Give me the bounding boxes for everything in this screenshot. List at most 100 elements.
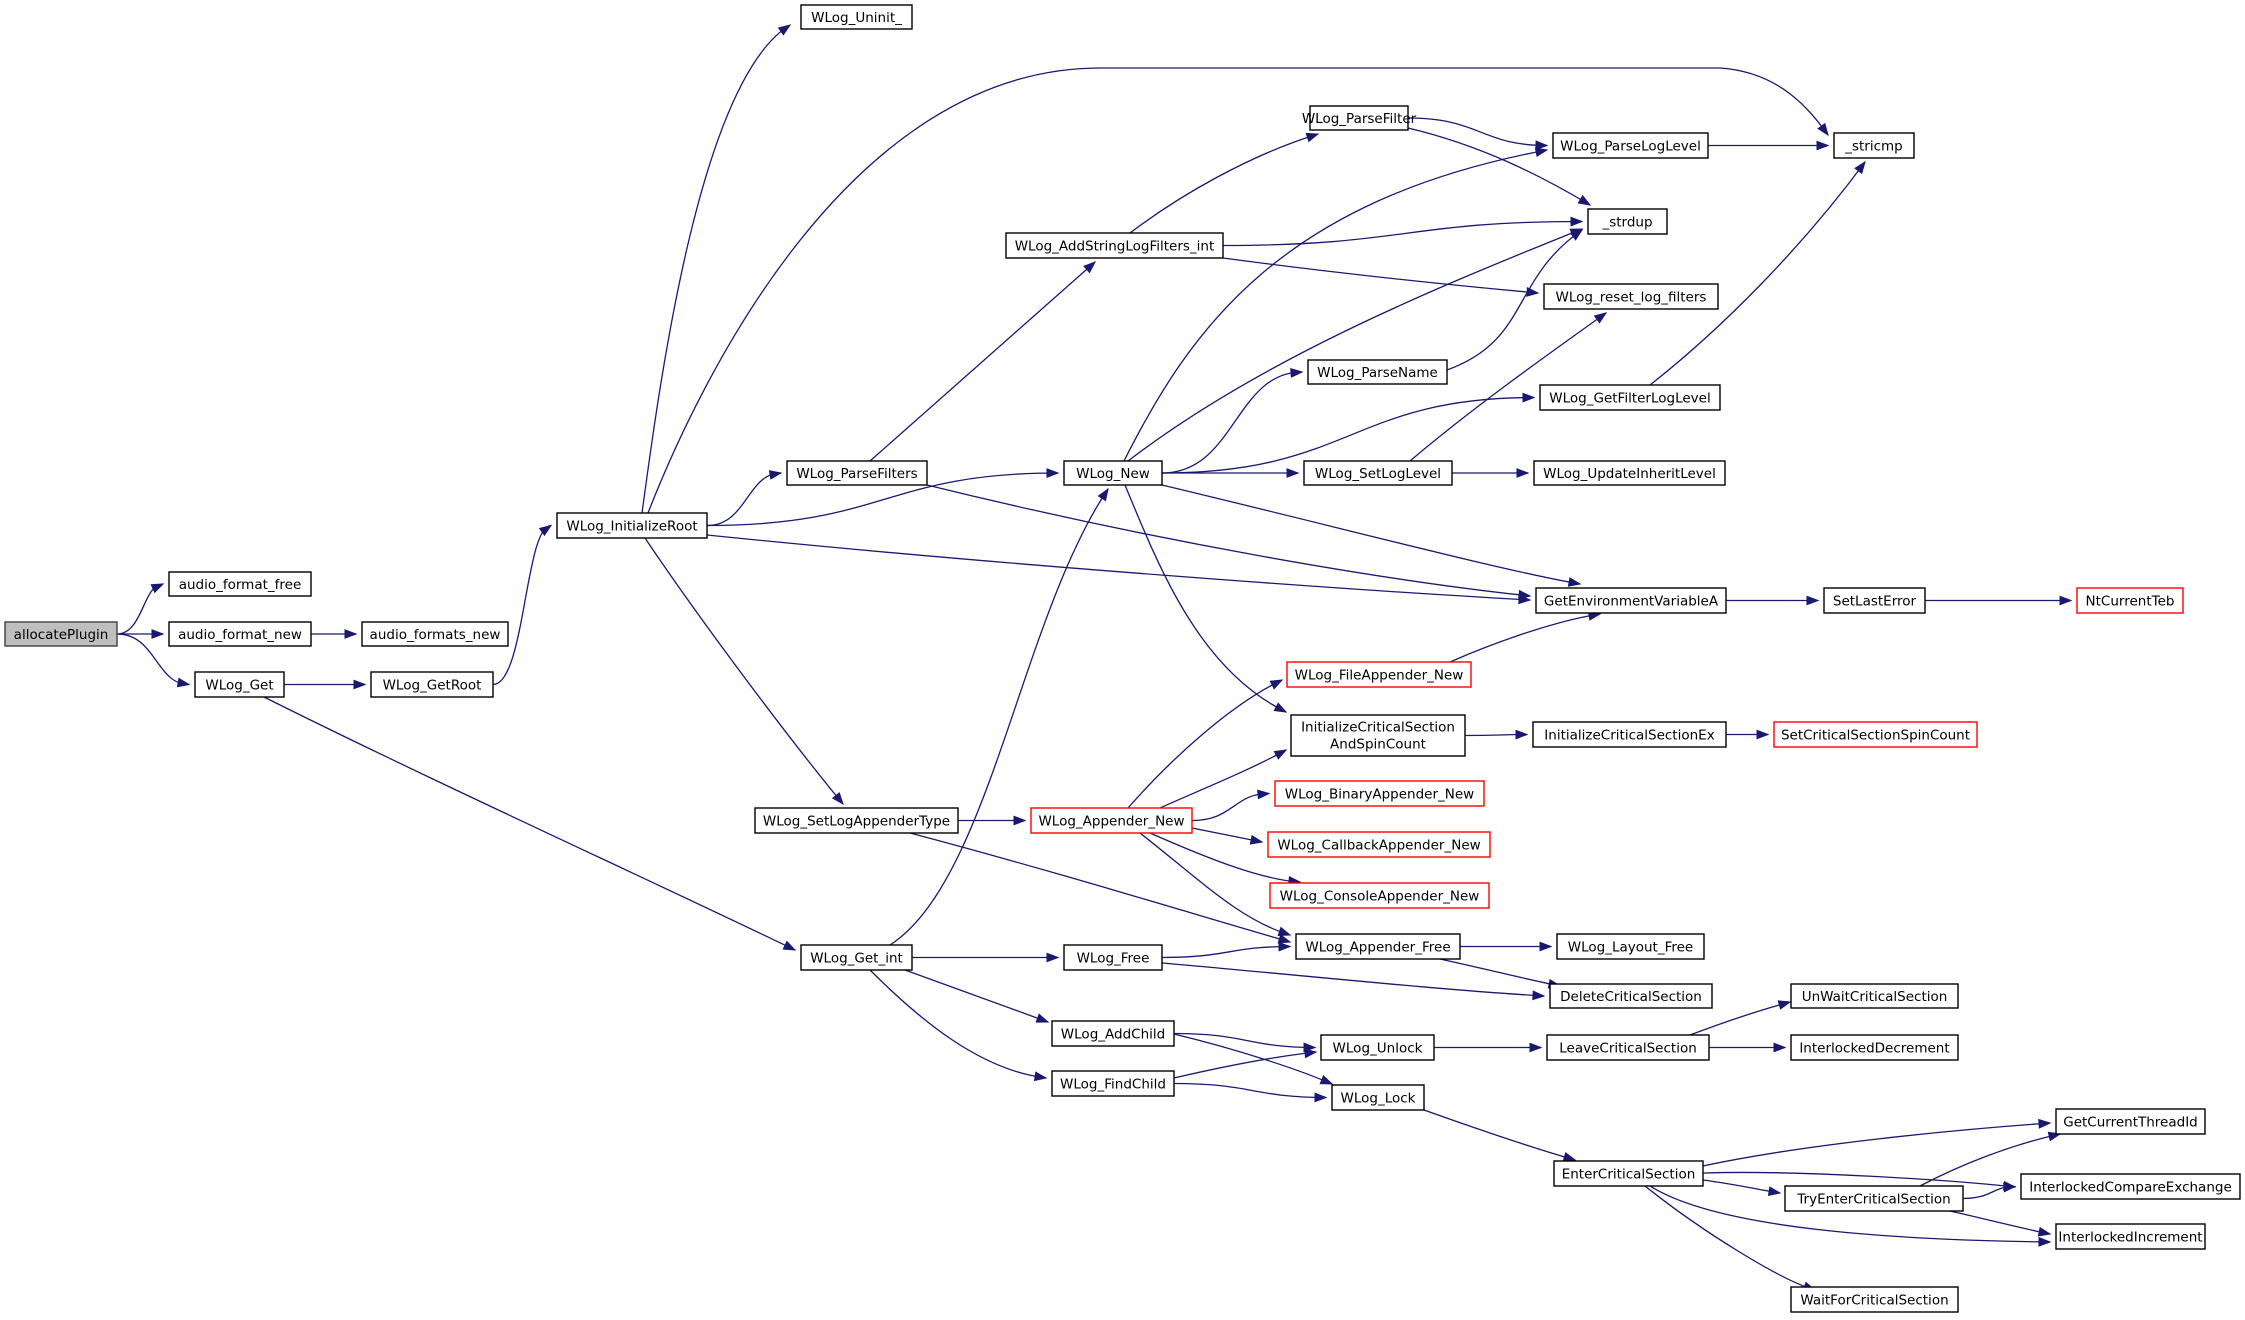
node-wlog-get-int[interactable]: WLog_Get_int xyxy=(800,944,913,971)
arrowhead-icon xyxy=(1249,834,1264,845)
edge-allocate-plugin-to-audio-format-free xyxy=(116,583,165,635)
edge-line xyxy=(904,969,1049,1023)
edge-wlog-unlock-to-leave-critical-section xyxy=(1434,1042,1543,1053)
node-interlocked-compare-exchange[interactable]: InterlockedCompareExchange xyxy=(2020,1173,2241,1200)
node-wlog-lock[interactable]: WLog_Lock xyxy=(1331,1084,1425,1111)
node-interlocked-increment[interactable]: InterlockedIncrement xyxy=(2055,1223,2206,1250)
node-wlog-uninit-[interactable]: WLog_Uninit_ xyxy=(800,4,913,30)
edge-wlog-parse-log-level-to--stricmp xyxy=(1708,140,1830,151)
node-wlog-add-string-log-filters-int[interactable]: WLog_AddStringLogFilters_int xyxy=(1005,232,1224,259)
node-wlog-get-filter-log-level[interactable]: WLog_GetFilterLogLevel xyxy=(1539,384,1721,411)
edge-try-enter-critical-section-to-interlocked-increment xyxy=(1949,1210,2052,1237)
edge-wlog-new-to-wlog-get-filter-log-level xyxy=(1161,392,1536,474)
node-box xyxy=(1063,944,1163,971)
node-wlog-new[interactable]: WLog_New xyxy=(1063,460,1163,486)
node--strdup[interactable]: _strdup xyxy=(1587,208,1668,235)
arrowhead-icon xyxy=(831,791,844,806)
node-wlog-parse-log-level[interactable]: WLog_ParseLogLevel xyxy=(1552,132,1709,159)
edge-line xyxy=(706,472,782,527)
edge-line xyxy=(1161,371,1303,474)
node-audio-formats-new[interactable]: audio_formats_new xyxy=(361,621,509,647)
node-wlog-parse-name[interactable]: WLog_ParseName xyxy=(1307,359,1448,385)
node-wlog-file-appender-new[interactable]: WLog_FileAppender_New xyxy=(1286,661,1472,688)
node-set-last-error[interactable]: SetLastError xyxy=(1823,587,1926,614)
node-wlog-binary-appender-new[interactable]: WLog_BinaryAppender_New xyxy=(1274,780,1485,807)
edge-wlog-get-int-to-wlog-free xyxy=(912,952,1060,963)
arrowhead-icon xyxy=(176,677,191,688)
node-nt-current-teb[interactable]: NtCurrentTeb xyxy=(2076,587,2184,614)
node-try-enter-critical-section[interactable]: TryEnterCriticalSection xyxy=(1784,1185,1964,1212)
node-wlog-get-root[interactable]: WLog_GetRoot xyxy=(370,671,494,698)
arrowhead-icon xyxy=(1277,934,1292,944)
node-wlog-add-child[interactable]: WLog_AddChild xyxy=(1051,1020,1175,1047)
node--stricmp[interactable]: _stricmp xyxy=(1833,132,1915,159)
node-label: WLog_Get xyxy=(205,678,273,694)
node-delete-critical-section[interactable]: DeleteCriticalSection xyxy=(1549,983,1713,1009)
node-interlocked-decrement[interactable]: InterlockedDecrement xyxy=(1790,1034,1959,1061)
arrowhead-icon xyxy=(777,24,792,36)
edge-wlog-add-string-log-filters-int-to-wlog-parse-filter xyxy=(1129,132,1320,234)
node-wlog-initialize-root[interactable]: WLog_InitializeRoot xyxy=(556,512,708,539)
node-wlog-appender-free[interactable]: WLog_Appender_Free xyxy=(1295,933,1461,960)
edge-line xyxy=(1149,832,1301,883)
node-box xyxy=(1051,1020,1175,1047)
node-label: SetCriticalSectionSpinCount xyxy=(1781,728,1970,744)
node-box xyxy=(1307,359,1448,385)
edge-line xyxy=(1649,1185,2051,1243)
edge-line xyxy=(1127,228,1583,462)
node-label: TryEnterCriticalSection xyxy=(1796,1192,1950,1208)
node-wlog-layout-free[interactable]: WLog_Layout_Free xyxy=(1556,933,1705,960)
node-wlog-console-appender-new[interactable]: WLog_ConsoleAppender_New xyxy=(1269,882,1490,909)
edge-wlog-initialize-root-to-wlog-new xyxy=(706,468,1060,527)
edge-wlog-new-to--strdup xyxy=(1127,228,1584,462)
node-wlog-parse-filters[interactable]: WLog_ParseFilters xyxy=(786,460,928,486)
node-label: WLog_FindChild xyxy=(1060,1077,1166,1093)
node-allocate-plugin[interactable]: allocatePlugin xyxy=(4,621,118,647)
node-box xyxy=(1533,460,1726,486)
node-wlog-set-log-level[interactable]: WLog_SetLogLevel xyxy=(1303,460,1453,486)
node-initialize-critical-section-ex[interactable]: InitializeCriticalSectionEx xyxy=(1532,721,1727,748)
node-audio-format-new[interactable]: audio_format_new xyxy=(168,621,312,647)
node-wlog-free[interactable]: WLog_Free xyxy=(1063,944,1163,971)
node-box xyxy=(1532,721,1727,748)
node-wlog-callback-appender-new[interactable]: WLog_CallbackAppender_New xyxy=(1267,831,1491,858)
edge-wlog-initialize-root-to-wlog-uninit- xyxy=(641,24,792,514)
node-wlog-parse-filter[interactable]: WLog_ParseFilter xyxy=(1302,105,1417,131)
node-leave-critical-section[interactable]: LeaveCriticalSection xyxy=(1546,1034,1710,1061)
node-label: WLog_Appender_Free xyxy=(1305,940,1450,956)
node-wlog-find-child[interactable]: WLog_FindChild xyxy=(1051,1070,1175,1097)
arrowhead-icon xyxy=(1286,468,1300,478)
node-box xyxy=(1790,1034,1959,1061)
arrowhead-icon xyxy=(2003,1182,2017,1193)
node-label: SetLastError xyxy=(1833,594,1917,610)
edge-wlog-add-string-log-filters-int-to-wlog-reset-log-filters xyxy=(1222,257,1540,297)
edge-line xyxy=(1449,613,1601,663)
node-wlog-reset-log-filters[interactable]: WLog_reset_log_filters xyxy=(1543,283,1719,310)
node-get-environment-variable-a[interactable]: GetEnvironmentVariableA xyxy=(1535,587,1727,614)
edge-line xyxy=(263,696,796,951)
node-wlog-update-inherit-level[interactable]: WLog_UpdateInheritLevel xyxy=(1533,460,1726,486)
node-wait-for-critical-section[interactable]: WaitForCriticalSection xyxy=(1790,1286,1959,1313)
node-audio-format-free[interactable]: audio_format_free xyxy=(168,571,312,597)
node-get-current-thread-id[interactable]: GetCurrentThreadId xyxy=(2055,1108,2206,1135)
node-wlog-appender-new[interactable]: WLog_Appender_New xyxy=(1030,807,1193,834)
edge-wlog-parse-filters-to-get-environment-variable-a xyxy=(926,484,1532,600)
arrowhead-icon xyxy=(538,524,553,537)
node-enter-critical-section[interactable]: EnterCriticalSection xyxy=(1553,1160,1704,1187)
node-wlog-get[interactable]: WLog_Get xyxy=(194,671,285,698)
edge-leave-critical-section-to-interlocked-decrement xyxy=(1709,1042,1787,1053)
edge-set-last-error-to-nt-current-teb xyxy=(1925,595,2073,606)
edge-wlog-appender-new-to-wlog-binary-appender-new xyxy=(1191,789,1271,822)
node-box xyxy=(361,621,509,647)
arrowhead-icon xyxy=(1756,729,1770,740)
node-wlog-set-log-appender-type[interactable]: WLog_SetLogAppenderType xyxy=(754,807,959,834)
arrowhead-icon xyxy=(1534,147,1549,158)
node-label: InitializeCriticalSectionEx xyxy=(1544,728,1714,744)
node-label: InitializeCriticalSection xyxy=(1301,720,1455,736)
node-label: GetEnvironmentVariableA xyxy=(1544,594,1719,610)
node-set-critical-section-spin-count[interactable]: SetCriticalSectionSpinCount xyxy=(1773,721,1978,748)
node-un-wait-critical-section[interactable]: UnWaitCriticalSection xyxy=(1790,983,1959,1009)
arrowhead-icon xyxy=(1319,1074,1334,1085)
node-wlog-unlock[interactable]: WLog_Unlock xyxy=(1320,1034,1435,1061)
